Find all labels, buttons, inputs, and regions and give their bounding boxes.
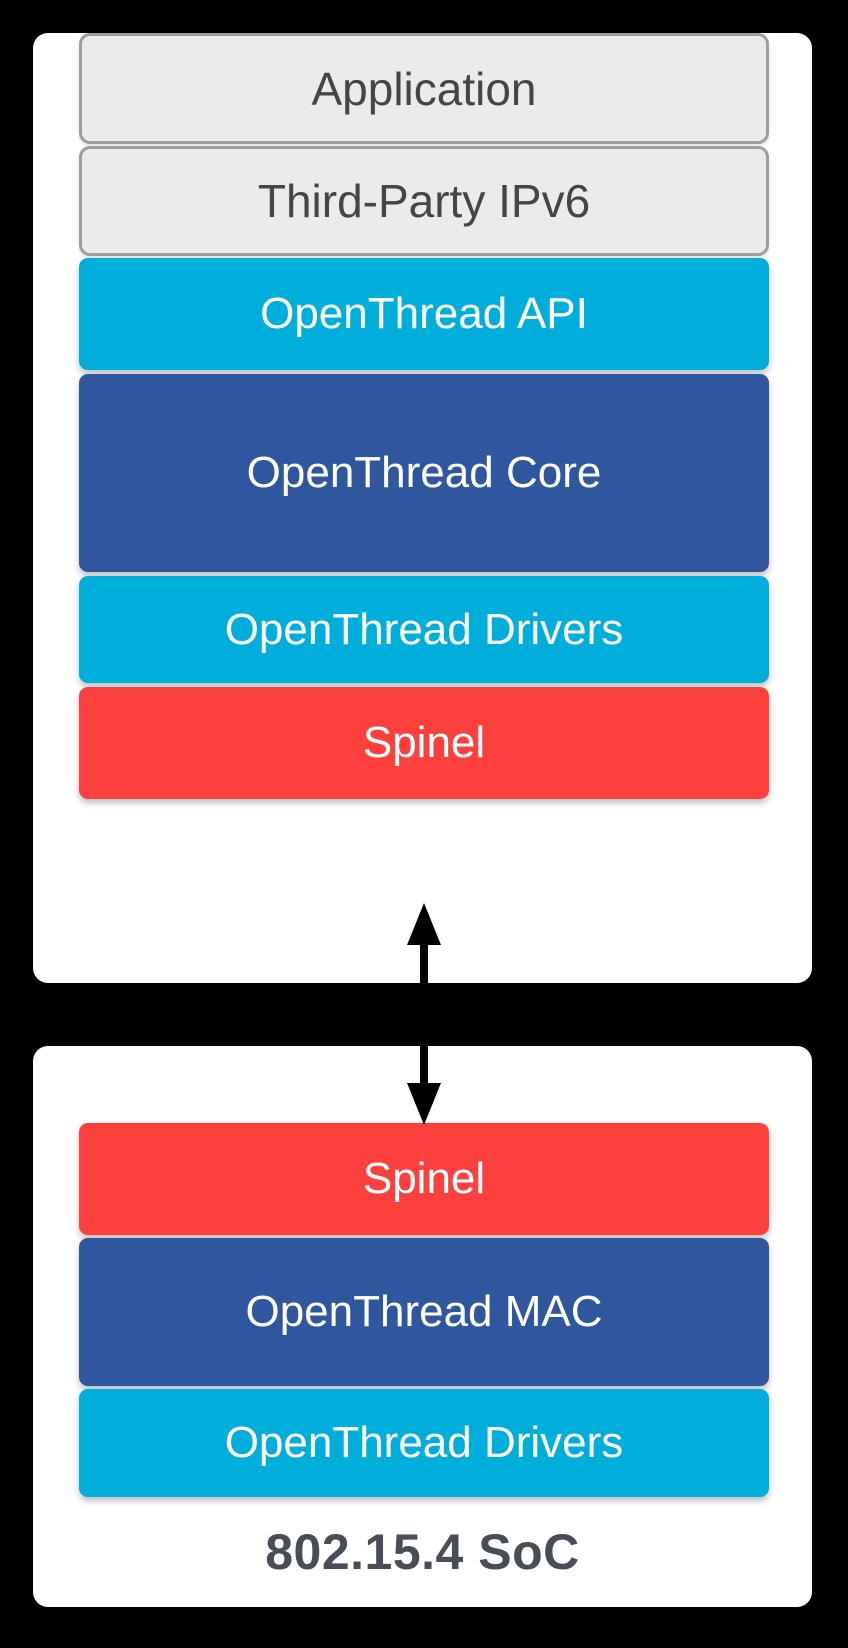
soc-card: Spinel OpenThread MAC OpenThread Drivers… — [33, 1046, 812, 1607]
layer-spinel-soc-label: Spinel — [362, 1154, 486, 1203]
layer-openthread-api-label: OpenThread API — [260, 289, 588, 338]
layer-openthread-drivers-soc: OpenThread Drivers — [79, 1389, 769, 1497]
layer-application: Application — [79, 33, 769, 144]
layer-spinel-soc: Spinel — [79, 1123, 769, 1235]
layer-openthread-mac: OpenThread MAC — [79, 1238, 769, 1386]
soc-layer-stack: Spinel OpenThread MAC OpenThread Drivers — [79, 1123, 769, 1497]
layer-spinel-host-label: Spinel — [362, 718, 486, 767]
soc-card-title: 802.15.4 SoC — [265, 1524, 580, 1580]
layer-openthread-drivers-host: OpenThread Drivers — [79, 576, 769, 683]
layer-application-label: Application — [311, 62, 537, 115]
host-layer-stack: Application Third-Party IPv6 OpenThread … — [79, 33, 769, 799]
layer-third-party-ipv6: Third-Party IPv6 — [79, 146, 769, 256]
layer-openthread-mac-label: OpenThread MAC — [245, 1287, 603, 1336]
layer-third-party-ipv6-label: Third-Party IPv6 — [257, 175, 591, 227]
layer-openthread-api: OpenThread API — [79, 258, 769, 370]
layer-openthread-drivers-soc-label: OpenThread Drivers — [224, 1418, 624, 1467]
layer-openthread-core-label: OpenThread Core — [246, 448, 602, 497]
layer-spinel-host: Spinel — [79, 687, 769, 799]
layer-openthread-core: OpenThread Core — [79, 374, 769, 572]
host-processor-card: Host Processor Application Third-Party I… — [33, 33, 812, 983]
layer-openthread-drivers-host-label: OpenThread Drivers — [224, 604, 624, 654]
